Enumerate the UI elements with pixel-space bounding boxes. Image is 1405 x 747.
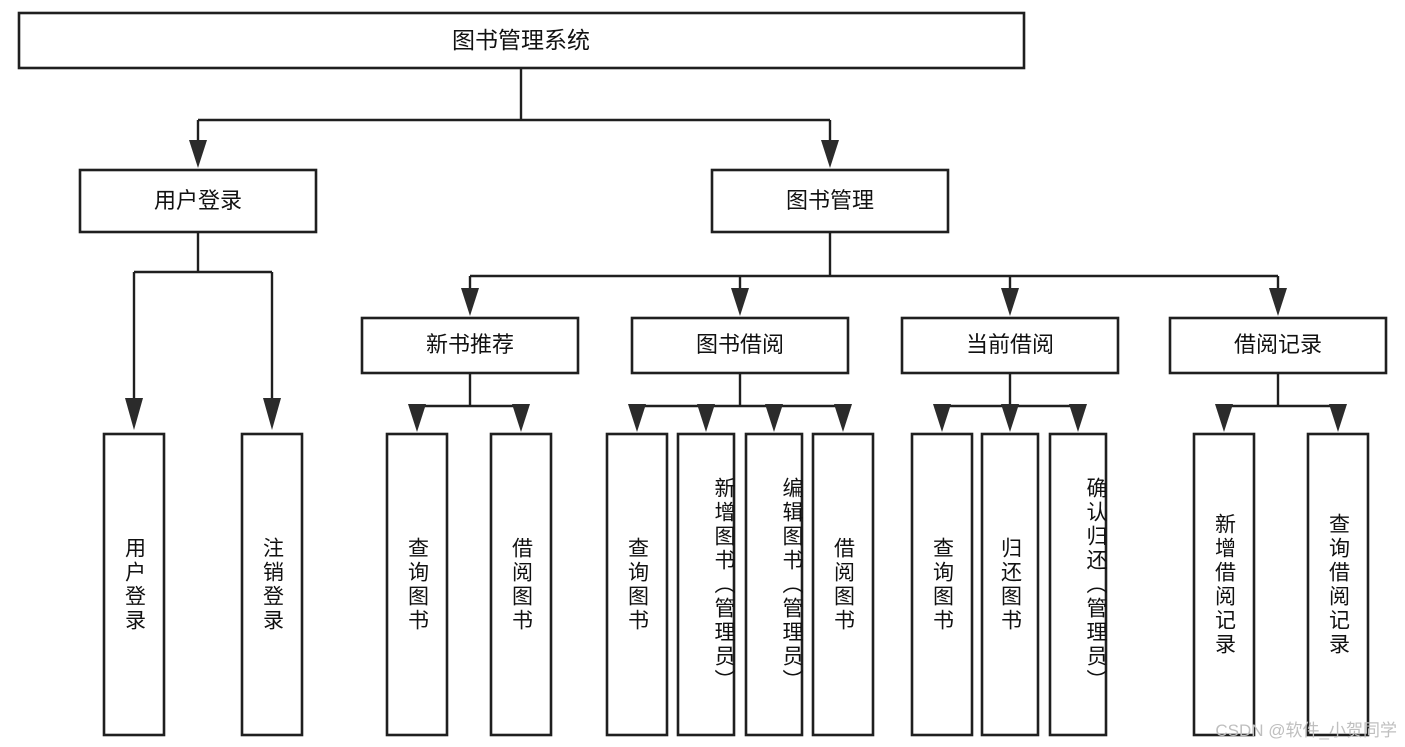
arrow-head-leaf-edit-book <box>765 404 783 432</box>
arrow-head-borrow-record <box>1269 288 1287 316</box>
node-leaf-query-book-3-box[interactable] <box>910 432 974 737</box>
node-current-borrow[interactable]: 当前借阅 <box>900 316 1120 375</box>
arrow-head-leaf-query-book-1 <box>408 404 426 432</box>
arrow-head-new-book-recommend <box>461 288 479 316</box>
node-current-borrow-box[interactable] <box>900 316 1120 375</box>
node-book-borrow[interactable]: 图书借阅 <box>630 316 850 375</box>
arrow-head-current-borrow <box>1001 288 1019 316</box>
leaf-box-layer <box>102 432 1370 737</box>
node-leaf-borrow-book-2-box[interactable] <box>811 432 875 737</box>
node-book-manage-label: 图书管理 <box>786 188 874 213</box>
arrow-head-leaf-add-record <box>1215 404 1233 432</box>
node-new-book-recommend[interactable]: 新书推荐 <box>360 316 580 375</box>
arrow-head-leaf-query-record <box>1329 404 1347 432</box>
node-book-borrow-box[interactable] <box>630 316 850 375</box>
node-root[interactable]: 图书管理系统 <box>17 11 1026 70</box>
node-root-label: 图书管理系统 <box>452 27 590 53</box>
node-borrow-record-box[interactable] <box>1168 316 1388 375</box>
node-user-login[interactable]: 用户登录 <box>78 168 318 234</box>
node-user-login-label: 用户登录 <box>154 188 242 213</box>
node-leaf-query-book-1-box[interactable] <box>385 432 449 737</box>
node-borrow-record-label: 借阅记录 <box>1234 332 1322 357</box>
node-leaf-query-book-2-box[interactable] <box>605 432 669 737</box>
arrow-head-leaf-borrow-book-2 <box>834 404 852 432</box>
node-book-manage-box[interactable] <box>710 168 950 234</box>
connector-layer <box>125 68 1347 432</box>
arrow-head-leaf-user-login <box>125 398 143 430</box>
arrow-head-book-borrow <box>731 288 749 316</box>
node-leaf-user-logout-box[interactable] <box>240 432 304 737</box>
node-new-book-recommend-box[interactable] <box>360 316 580 375</box>
arrow-head-leaf-return-book <box>1001 404 1019 432</box>
arrow-head-leaf-borrow-book-1 <box>512 404 530 432</box>
node-book-manage[interactable]: 图书管理 <box>710 168 950 234</box>
node-leaf-add-book-box[interactable] <box>676 432 736 737</box>
node-new-book-recommend-label: 新书推荐 <box>426 332 514 357</box>
node-leaf-edit-book-box[interactable] <box>744 432 804 737</box>
node-leaf-confirm-return-box[interactable] <box>1048 432 1108 737</box>
node-leaf-query-record-box[interactable] <box>1306 432 1370 737</box>
node-root-box[interactable] <box>17 11 1026 70</box>
arrow-head-leaf-query-book-3 <box>933 404 951 432</box>
node-book-borrow-label: 图书借阅 <box>696 332 784 357</box>
arrow-head-leaf-user-logout <box>263 398 281 430</box>
node-leaf-user-login-box[interactable] <box>102 432 166 737</box>
arrow-head-user-login <box>189 140 207 168</box>
node-leaf-add-record-box[interactable] <box>1192 432 1256 737</box>
node-borrow-record[interactable]: 借阅记录 <box>1168 316 1388 375</box>
arrow-head-leaf-add-book <box>697 404 715 432</box>
csdn-watermark: CSDN @软件_小贺同学 <box>1215 721 1397 740</box>
arrow-head-leaf-confirm-return <box>1069 404 1087 432</box>
arrow-head-leaf-query-book-2 <box>628 404 646 432</box>
arrow-head-book-manage <box>821 140 839 168</box>
node-leaf-return-book-box[interactable] <box>980 432 1040 737</box>
node-leaf-borrow-book-1-box[interactable] <box>489 432 553 737</box>
node-user-login-box[interactable] <box>78 168 318 234</box>
node-current-borrow-label: 当前借阅 <box>966 332 1054 357</box>
